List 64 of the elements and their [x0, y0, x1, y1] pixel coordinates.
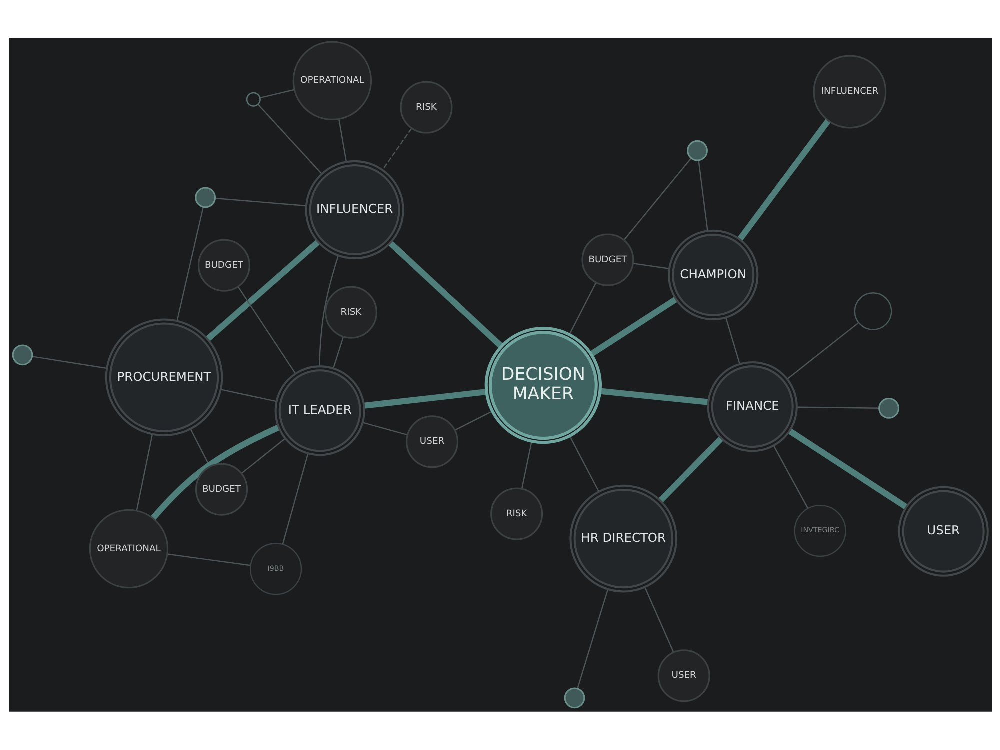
connector	[205, 240, 320, 342]
connector	[382, 128, 412, 170]
node-circle: IT LEADER	[274, 366, 365, 456]
node-circle: RISK	[400, 81, 452, 134]
connector	[632, 263, 669, 270]
node-circle: OPERATIONAL	[88, 509, 168, 589]
connector	[788, 428, 908, 510]
node-circle: RISK	[490, 488, 543, 540]
connector	[520, 442, 532, 490]
node-circle: USER	[657, 650, 710, 702]
connector	[725, 318, 740, 364]
connector	[259, 89, 294, 99]
node-circle	[564, 688, 585, 709]
node-circle	[12, 344, 33, 366]
connector	[332, 336, 344, 369]
node-circle: CHAMPION	[668, 230, 758, 321]
connector	[362, 422, 408, 436]
connector	[32, 356, 107, 370]
node-circle: DECISION MAKER	[484, 326, 602, 444]
connector	[698, 160, 708, 231]
connector	[786, 322, 859, 380]
node-circle	[246, 92, 260, 107]
node-circle: HR DIRECTOR	[569, 484, 678, 593]
node-circle	[854, 292, 892, 330]
connector	[568, 436, 600, 492]
node-circle: INFLUENCER	[812, 55, 886, 129]
connector	[737, 119, 830, 242]
connector	[388, 241, 504, 349]
node-circle: BUDGET	[194, 463, 248, 516]
connector	[338, 119, 347, 162]
connector	[282, 453, 308, 545]
node-circle: PROCUREMENT	[104, 318, 223, 436]
connector	[318, 255, 339, 366]
node-circle	[194, 187, 216, 208]
connector	[796, 406, 879, 409]
node-circle	[878, 398, 899, 419]
node-circle: RISK	[324, 286, 378, 339]
connector	[568, 282, 596, 335]
node-circle: USER	[406, 416, 458, 468]
connector	[220, 389, 276, 402]
connector	[176, 207, 204, 321]
connector	[576, 589, 608, 689]
connector	[257, 104, 322, 175]
node-circle: INFLUENCER	[304, 160, 404, 260]
connector	[644, 586, 674, 653]
connector	[240, 438, 286, 474]
node-circle: OPERATIONAL	[292, 41, 372, 121]
connector	[166, 554, 250, 566]
connector	[214, 198, 306, 207]
node-circle: BUDGET	[197, 239, 250, 292]
connector	[772, 445, 808, 509]
connector	[363, 388, 486, 409]
connector	[150, 424, 280, 520]
node-circle: USER	[898, 486, 988, 577]
node-circle: FINANCE	[706, 361, 798, 452]
node-circle: BUDGET	[581, 234, 634, 286]
connector	[237, 286, 296, 374]
connector	[623, 158, 692, 240]
connector	[590, 296, 678, 357]
connector	[658, 436, 724, 504]
connector	[600, 388, 708, 406]
node-circle	[686, 140, 708, 162]
connector	[454, 410, 492, 431]
connector	[136, 434, 153, 511]
